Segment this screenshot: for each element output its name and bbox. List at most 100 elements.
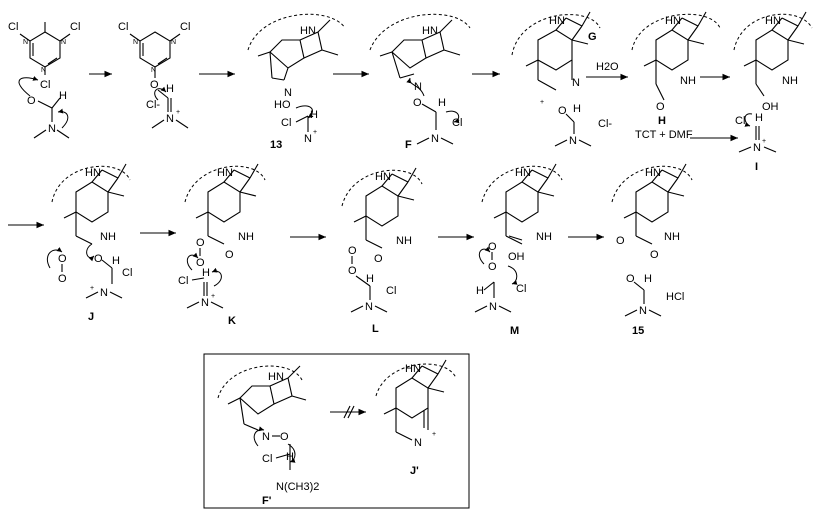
atom-hn: HN [217, 167, 233, 179]
compound-G: HN N G + O H N Cl- [511, 11, 612, 147]
atom-o: O [196, 257, 205, 269]
compound-label-I: I [755, 161, 758, 173]
compound-I: HN NH OH Cl H N + I [733, 11, 813, 173]
atom-nh: NH [238, 231, 254, 243]
atom-cl: Cl [281, 117, 291, 129]
atom-n: N [41, 67, 46, 74]
atom-plus: + [540, 99, 544, 106]
atom-n: N [365, 301, 373, 313]
compound-H: HN NH O H [631, 11, 721, 127]
atom-h: H [644, 273, 652, 285]
compound-label-H: H [658, 115, 666, 127]
atom-n: N [569, 135, 577, 147]
atom-h: H [755, 112, 763, 124]
atom-n: N [414, 437, 422, 449]
atom-plus: + [211, 293, 215, 300]
compound-J-prime: HN N + J' [375, 359, 457, 477]
compound-M: HN NH OH O O H Cl N M [474, 163, 563, 337]
atom-o: O [58, 273, 67, 285]
atom-nh: NH [782, 75, 798, 87]
atom-h: H [310, 109, 318, 121]
atom-n: N [61, 39, 66, 46]
atom-h: H [166, 83, 174, 95]
atom-cl-minus: Cl- [146, 99, 160, 111]
atom-h: H [202, 267, 210, 279]
atom-plus: + [90, 285, 94, 292]
atom-hn: HN [422, 25, 438, 37]
atom-hn: HN [300, 25, 316, 37]
atom-plus: + [762, 138, 766, 145]
compound-J: HN NH O O O H Cl N + J [46, 163, 132, 323]
atom-hn: HN [405, 363, 421, 375]
atom-nh: NH [536, 231, 552, 243]
atom-hn: HN [515, 167, 531, 179]
atom-cl: Cl [122, 267, 132, 279]
atom-o: O [558, 105, 567, 117]
atom-o: O [488, 241, 497, 253]
compound-label-G: G [588, 31, 597, 43]
atom-o: O [656, 101, 665, 113]
atom-cl: Cl [180, 21, 190, 33]
atom-o: O [58, 253, 67, 265]
atom-cl: Cl [452, 117, 462, 129]
reagent-tct-dmf: TCT + DMF [635, 129, 693, 141]
byproduct-hcl: HCl [666, 291, 684, 303]
atom-n-me2: N(CH3)2 [276, 481, 319, 493]
atom-n: N [166, 113, 174, 125]
atom-cl: Cl [262, 453, 272, 465]
atom-hn: HN [549, 15, 565, 27]
atom-nh: NH [680, 75, 696, 87]
atom-n: N [262, 431, 270, 443]
atom-plus: + [313, 129, 317, 136]
atom-cl: Cl [735, 115, 745, 127]
atom-plus: + [432, 431, 436, 438]
atom-o: O [616, 235, 625, 247]
atom-o: O [280, 431, 289, 443]
compound-13: HN N HO Cl H N + 13 [247, 13, 346, 151]
compound-F: HN N O H Cl N F [369, 13, 471, 151]
atom-oh: OH [762, 101, 779, 113]
atom-nh: NH [664, 231, 680, 243]
atom-cl: Cl [118, 21, 128, 33]
atom-n: N [572, 77, 580, 89]
atom-o: O [94, 253, 103, 265]
compound-label-F: F [405, 139, 412, 151]
atom-nh: NH [100, 231, 116, 243]
compound-label-J: J [88, 311, 94, 323]
alternative-pathway-box [203, 353, 470, 509]
atom-n: N [489, 301, 497, 313]
compound-label-13: 13 [270, 139, 282, 151]
atom-n: N [431, 133, 439, 145]
atom-o: O [150, 79, 159, 91]
atom-cl: Cl [8, 21, 18, 33]
compound-K: HN NH O O O Cl H N + K [178, 163, 266, 327]
atom-n: N [171, 39, 176, 46]
atom-cl: Cl [70, 21, 80, 33]
compound-F-prime: HN N O Cl H N(CH3)2 F' [217, 365, 319, 507]
compound-label-J-prime: J' [410, 465, 419, 477]
atom-nh: NH [396, 235, 412, 247]
tct-dmf-adduct-reactants: Cl Cl Cl N N N O H N [8, 21, 80, 139]
vilsmeier-adduct: Cl Cl N N N O H N + Cl- [118, 21, 190, 129]
reagent-water: H2O [596, 61, 619, 73]
atom-o: O [650, 249, 659, 261]
atom-o: O [413, 97, 422, 109]
atom-o: O [488, 261, 497, 273]
atom-n: N [304, 133, 312, 145]
atom-hn: HN [665, 15, 681, 27]
atom-h: H [366, 273, 374, 285]
atom-n: N [201, 297, 209, 309]
atom-o: O [348, 245, 357, 257]
atom-n: N [48, 123, 56, 135]
atom-hn: HN [85, 167, 101, 179]
atom-o: O [27, 95, 36, 107]
atom-plus: + [176, 109, 180, 116]
atom-cl: Cl [40, 79, 50, 91]
atom-o: O [348, 265, 357, 277]
atom-o: O [196, 237, 205, 249]
atom-n: N [23, 39, 28, 46]
atom-cl: Cl [178, 275, 188, 287]
compound-label-L: L [372, 323, 379, 335]
atom-hn: HN [375, 171, 391, 183]
